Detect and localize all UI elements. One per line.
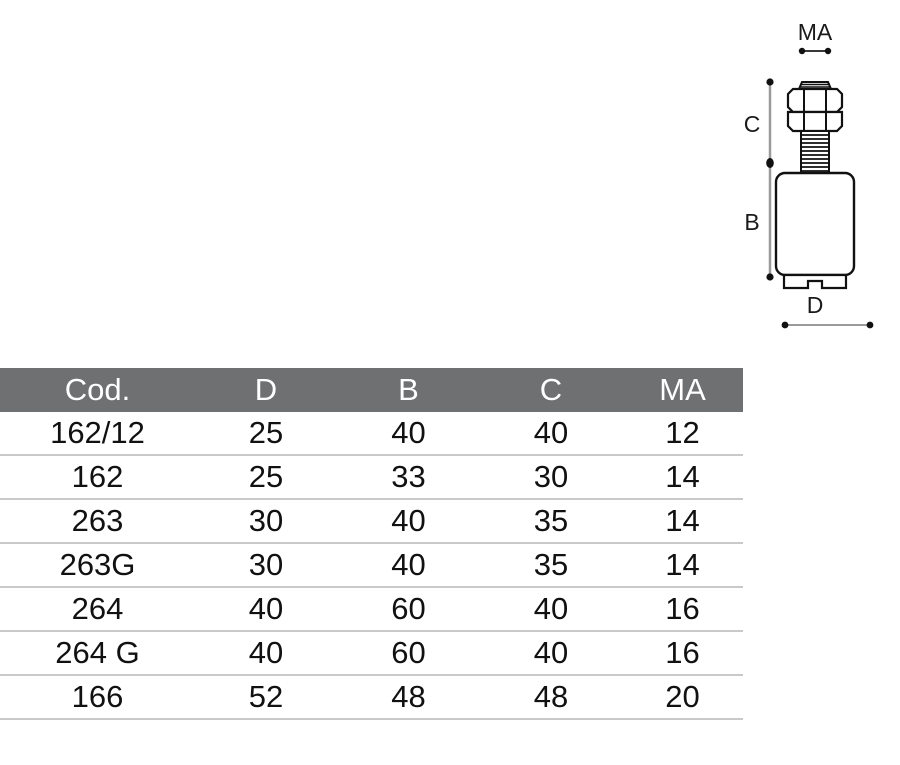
- column-header-ma: MA: [622, 368, 743, 412]
- column-header-b: B: [337, 368, 480, 412]
- cell-d: 52: [195, 675, 337, 720]
- specification-table: Cod. D B C MA 162/12 25 40 40 12 162 25 …: [0, 368, 760, 720]
- cell-c: 40: [480, 631, 622, 676]
- cell-cod: 166: [0, 675, 195, 720]
- dimension-line-c-b: [766, 78, 774, 281]
- table-row: 162/12 25 40 40 12: [0, 412, 743, 456]
- cell-cod: 264: [0, 587, 195, 632]
- dimension-label-b: B: [744, 209, 759, 235]
- dimension-line-ma: [798, 47, 832, 55]
- drawing-svg: MA C B: [744, 19, 874, 329]
- base-plate: [782, 273, 848, 290]
- cell-b: 33: [337, 455, 480, 500]
- cell-d: 40: [195, 587, 337, 632]
- cell-ma: 14: [622, 543, 743, 588]
- table-row: 166 52 48 48 20: [0, 675, 743, 720]
- cell-b: 40: [337, 543, 480, 588]
- cell-b: 60: [337, 631, 480, 676]
- cell-c: 30: [480, 455, 622, 500]
- spec-table-element: Cod. D B C MA 162/12 25 40 40 12 162 25 …: [0, 368, 743, 720]
- dimension-label-ma: MA: [798, 19, 833, 45]
- cell-c: 40: [480, 412, 622, 456]
- cell-ma: 20: [622, 675, 743, 720]
- column-header-d: D: [195, 368, 337, 412]
- table-header: Cod. D B C MA: [0, 368, 743, 412]
- cell-ma: 14: [622, 499, 743, 544]
- cell-ma: 16: [622, 587, 743, 632]
- cell-b: 40: [337, 499, 480, 544]
- dimension-line-d: [781, 321, 874, 329]
- threaded-shaft: [800, 130, 830, 174]
- cell-d: 25: [195, 412, 337, 456]
- cylindrical-body: [774, 171, 856, 277]
- cell-cod: 264 G: [0, 631, 195, 676]
- cell-b: 60: [337, 587, 480, 632]
- cell-c: 35: [480, 543, 622, 588]
- cell-c: 35: [480, 499, 622, 544]
- cell-ma: 16: [622, 631, 743, 676]
- cell-d: 40: [195, 631, 337, 676]
- cell-d: 30: [195, 499, 337, 544]
- table-body: 162/12 25 40 40 12 162 25 33 30 14 263 3…: [0, 412, 743, 720]
- cell-cod: 263: [0, 499, 195, 544]
- cell-b: 40: [337, 412, 480, 456]
- dimension-label-c: C: [744, 111, 761, 137]
- table-row: 263 30 40 35 14: [0, 499, 743, 544]
- cell-c: 40: [480, 587, 622, 632]
- cell-ma: 12: [622, 412, 743, 456]
- technical-drawing: MA C B: [730, 10, 900, 340]
- cell-c: 48: [480, 675, 622, 720]
- cell-cod: 162/12: [0, 412, 195, 456]
- cell-ma: 14: [622, 455, 743, 500]
- cell-cod: 162: [0, 455, 195, 500]
- table-row: 264 40 60 40 16: [0, 587, 743, 632]
- table-row: 162 25 33 30 14: [0, 455, 743, 500]
- cell-d: 25: [195, 455, 337, 500]
- cell-d: 30: [195, 543, 337, 588]
- column-header-cod: Cod.: [0, 368, 195, 412]
- table-row: 264 G 40 60 40 16: [0, 631, 743, 676]
- hex-nut-upper: [786, 87, 844, 114]
- table-header-row: Cod. D B C MA: [0, 368, 743, 412]
- hex-nut-lower: [786, 110, 844, 133]
- cell-cod: 263G: [0, 543, 195, 588]
- dimension-label-d: D: [807, 292, 824, 318]
- column-header-c: C: [480, 368, 622, 412]
- cell-b: 48: [337, 675, 480, 720]
- table-row: 263G 30 40 35 14: [0, 543, 743, 588]
